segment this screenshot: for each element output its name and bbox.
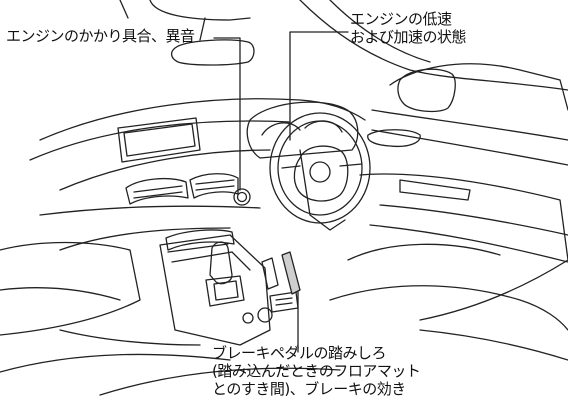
accelerator-pedal [261, 257, 279, 290]
windshield-frame [119, 0, 251, 21]
side-mirror [397, 68, 456, 113]
label-brake: ブレーキペダルの踏みしろ (踏み込んだときのフロアマット とのすき間)、ブレーキ… [212, 344, 421, 398]
climate-control-panel [165, 229, 235, 251]
label-engine-start: エンジンのかかり具合、異音 [6, 27, 195, 45]
rear-view-mirror [170, 39, 255, 66]
label-brake-line2: (踏み込んだときのフロアマット [212, 362, 421, 380]
door-panel [371, 109, 568, 141]
label-engine-speed-line1: エンジンの低速 [350, 10, 452, 28]
infotainment-screen [117, 117, 201, 163]
left-air-vent [125, 178, 189, 205]
brake-pedal [281, 251, 301, 295]
leader-engine-speed [289, 31, 349, 141]
label-brake-line1: ブレーキペダルの踏みしろ [212, 344, 387, 362]
label-engine-start-text: エンジンのかかり具合、異音 [6, 27, 195, 45]
steering-hub [293, 145, 349, 202]
steering-wheel [269, 112, 371, 224]
dashboard-top [39, 98, 366, 141]
label-engine-speed-line2: および加速の状態 [350, 28, 467, 46]
engine-start-button [233, 188, 251, 206]
center-console [159, 234, 271, 346]
driver-seat [359, 173, 568, 321]
instrument-cluster [246, 101, 359, 159]
label-engine-speed: エンジンの低速 および加速の状態 [350, 10, 467, 46]
door-handle [367, 129, 421, 148]
passenger-footwell [0, 241, 141, 336]
label-brake-line3: とのすき間)、ブレーキの効き [212, 380, 406, 398]
leader-engine-start [213, 37, 241, 191]
commander-knob [257, 307, 273, 323]
